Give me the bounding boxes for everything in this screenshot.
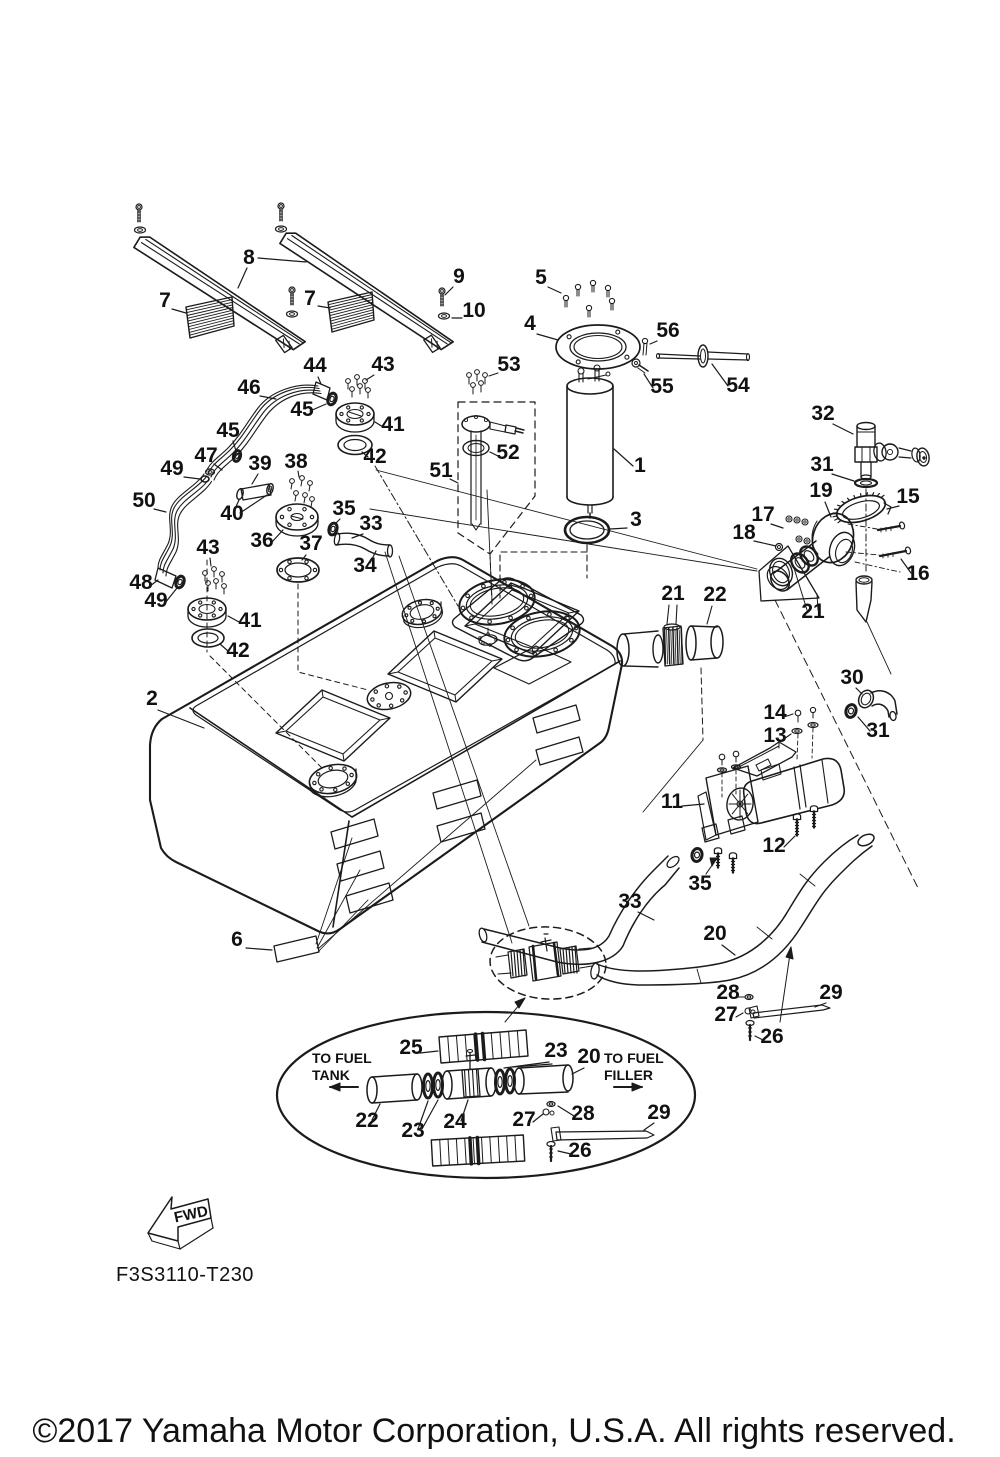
svg-text:10: 10 (462, 299, 485, 322)
svg-text:TANK: TANK (312, 1067, 350, 1083)
svg-text:7: 7 (159, 289, 171, 312)
svg-text:19: 19 (809, 479, 832, 502)
svg-text:31: 31 (810, 453, 834, 476)
svg-text:33: 33 (359, 512, 382, 535)
svg-text:9: 9 (453, 265, 465, 288)
svg-text:F3S3110-T230: F3S3110-T230 (116, 1264, 254, 1286)
svg-text:1: 1 (634, 454, 646, 477)
svg-text:21: 21 (801, 600, 825, 623)
svg-text:28: 28 (571, 1102, 595, 1125)
svg-text:26: 26 (760, 1025, 783, 1048)
svg-text:53: 53 (497, 353, 520, 376)
svg-text:41: 41 (381, 413, 405, 436)
svg-text:39: 39 (248, 452, 271, 475)
svg-text:42: 42 (226, 639, 249, 662)
svg-text:32: 32 (811, 402, 834, 425)
svg-text:43: 43 (196, 536, 219, 559)
svg-text:47: 47 (194, 444, 217, 467)
svg-text:31: 31 (866, 719, 890, 742)
svg-text:40: 40 (220, 502, 243, 525)
svg-text:TO FUEL: TO FUEL (604, 1050, 664, 1066)
svg-text:16: 16 (906, 562, 929, 585)
svg-text:24: 24 (443, 1110, 467, 1133)
svg-text:27: 27 (714, 1003, 737, 1026)
svg-text:2: 2 (146, 687, 158, 710)
svg-text:6: 6 (231, 928, 243, 951)
svg-text:4: 4 (524, 312, 536, 335)
svg-text:17: 17 (751, 503, 774, 526)
svg-text:15: 15 (896, 485, 920, 508)
svg-text:21: 21 (661, 582, 685, 605)
svg-text:42: 42 (363, 445, 386, 468)
svg-text:©2017 Yamaha Motor Corporation: ©2017 Yamaha Motor Corporation, U.S.A. A… (32, 1412, 955, 1450)
svg-text:45: 45 (290, 398, 314, 421)
svg-text:5: 5 (535, 266, 547, 289)
svg-text:30: 30 (840, 666, 863, 689)
svg-text:20: 20 (577, 1045, 600, 1068)
svg-text:35: 35 (332, 497, 356, 520)
svg-text:54: 54 (726, 374, 750, 397)
svg-text:13: 13 (763, 724, 786, 747)
svg-text:43: 43 (371, 353, 394, 376)
svg-text:48: 48 (129, 571, 153, 594)
svg-text:33: 33 (618, 890, 641, 913)
svg-text:35: 35 (688, 872, 712, 895)
svg-text:11: 11 (661, 790, 684, 813)
svg-text:28: 28 (716, 981, 740, 1004)
svg-text:45: 45 (216, 419, 240, 442)
svg-text:44: 44 (303, 354, 327, 377)
svg-text:8: 8 (243, 246, 255, 269)
svg-text:55: 55 (650, 375, 674, 398)
svg-text:29: 29 (819, 981, 842, 1004)
svg-text:FWD: FWD (173, 1203, 210, 1227)
svg-text:23: 23 (401, 1119, 424, 1142)
svg-text:49: 49 (144, 589, 167, 612)
svg-text:41: 41 (238, 609, 262, 632)
svg-text:14: 14 (763, 701, 787, 724)
svg-text:26: 26 (568, 1139, 591, 1162)
svg-text:49: 49 (160, 457, 183, 480)
svg-text:20: 20 (703, 922, 726, 945)
svg-text:46: 46 (237, 376, 260, 399)
svg-text:38: 38 (284, 450, 308, 473)
svg-text:29: 29 (647, 1101, 670, 1124)
svg-text:27: 27 (512, 1108, 535, 1131)
svg-text:3: 3 (630, 508, 642, 531)
svg-text:TO FUEL: TO FUEL (312, 1050, 372, 1066)
svg-text:FILLER: FILLER (604, 1067, 653, 1083)
svg-text:50: 50 (132, 489, 155, 512)
svg-text:18: 18 (732, 521, 756, 544)
svg-text:34: 34 (353, 554, 377, 577)
svg-text:12: 12 (762, 834, 785, 857)
svg-text:36: 36 (250, 529, 273, 552)
svg-text:52: 52 (496, 441, 519, 464)
svg-text:56: 56 (656, 319, 679, 342)
svg-text:7: 7 (304, 287, 316, 310)
svg-text:37: 37 (299, 532, 322, 555)
svg-text:22: 22 (703, 583, 726, 606)
svg-text:51: 51 (429, 459, 453, 482)
svg-text:23: 23 (544, 1039, 567, 1062)
svg-text:22: 22 (355, 1109, 378, 1132)
svg-text:25: 25 (399, 1036, 423, 1059)
